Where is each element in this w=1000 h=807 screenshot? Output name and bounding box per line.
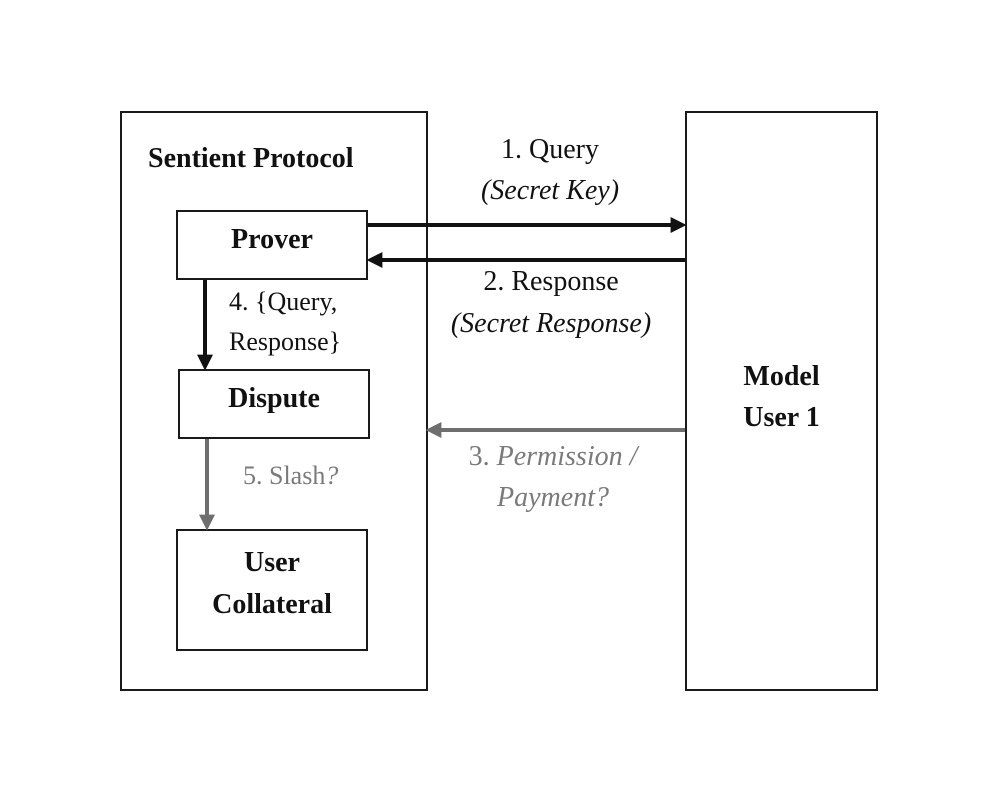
dispute-label: Dispute xyxy=(228,383,320,414)
response-sub-label: (Secret Response) xyxy=(450,308,652,339)
sentient-protocol-title: Sentient Protocol xyxy=(148,143,354,174)
permission-text: Permission / xyxy=(496,441,638,472)
payment-label: Payment? xyxy=(497,482,609,513)
user-collateral-box xyxy=(176,529,368,651)
slash-text: 5. Slash xyxy=(243,461,326,490)
model-user-box xyxy=(685,111,878,691)
permission-label: 3. Permission / xyxy=(420,441,686,473)
query-response-line1: 4. {Query, xyxy=(229,287,338,316)
user-collateral-line2: Collateral xyxy=(212,589,332,620)
slash-label: 5. Slash? xyxy=(243,461,338,491)
dispute-box xyxy=(178,369,370,439)
user-collateral-line1: User xyxy=(244,547,300,578)
permission-prefix: 3. xyxy=(468,441,497,472)
model-user-line1: Model xyxy=(743,361,820,392)
slash-question: ? xyxy=(325,461,339,490)
model-user-line2: User 1 xyxy=(743,402,820,433)
prover-label: Prover xyxy=(231,224,313,255)
query-sub-label: (Secret Key) xyxy=(480,175,620,206)
response-label: 2. Response xyxy=(483,266,619,297)
query-label: 1. Query xyxy=(501,134,599,165)
query-response-line2: Response} xyxy=(229,327,342,356)
prover-box xyxy=(176,210,368,280)
